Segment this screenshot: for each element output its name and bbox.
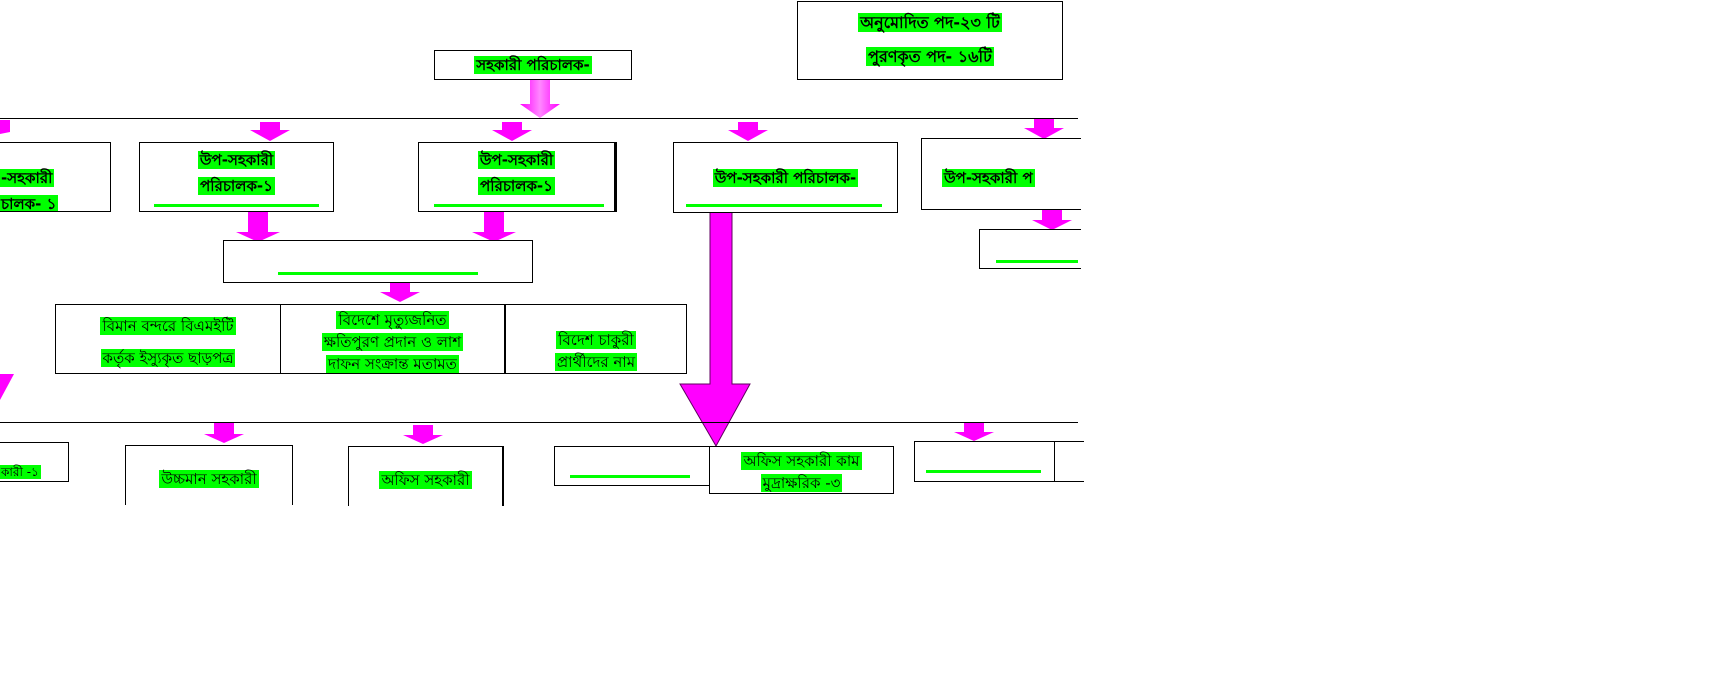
deputy-label: পরিচালক-১ (198, 177, 275, 195)
arrow-down-icon (1024, 119, 1064, 139)
section-box: বিদেশ চাকুরী প্রার্থীদের নাম (505, 304, 687, 374)
arrow-down-icon (380, 282, 420, 302)
section-box: বিমান বন্দরে বিএমইটি কর্তৃক ইস্যুকৃত ছাড… (55, 304, 281, 374)
arrow-down-icon (0, 374, 14, 400)
section-label: প্রার্থীদের নাম (554, 353, 638, 371)
arrow-down-icon (492, 122, 532, 141)
staff-box: উচ্চমান সহকারী (125, 445, 293, 505)
section-label: বিমান বন্দরে বিএমইটি (100, 317, 236, 335)
arrow-down-icon (236, 210, 280, 242)
section-box: বিদেশে মৃত্যুজনিত ক্ষতিপুরণ প্রদান ও লাশ… (280, 304, 506, 374)
deputy-box: উপ-সহকারী পরিচালক-১ (139, 142, 334, 212)
staff-label: অফিস সহকারী (379, 471, 472, 489)
section-officer-box (223, 240, 533, 283)
assistant-director-label: সহকারী পরিচালক- (474, 56, 592, 74)
staff-label: উচ্চমান সহকারী (159, 470, 259, 488)
staff-label: অফিস সহকারী কাম (741, 452, 862, 470)
deputy-label: উপ-সহকারী (477, 151, 556, 169)
deputy-label: উপ-সহকারী (197, 151, 276, 169)
deputy-label: -সহকারী (0, 169, 55, 187)
highlight-bar (154, 204, 319, 207)
arrow-down-icon (0, 120, 10, 134)
section-label: বিদেশ চাকুরী (556, 331, 636, 349)
section-label: ক্ষতিপুরণ প্রদান ও লাশ (321, 333, 464, 351)
assistant-director-box: সহকারী পরিচালক- (434, 50, 632, 80)
deputy-label: পরিচালক-১ (478, 177, 555, 195)
arrow-down-icon (954, 422, 994, 441)
deputy-box: উপ-সহকারী পরিচালক- (673, 142, 898, 213)
deputy-label: চালক- ১ (0, 195, 59, 212)
section-label: বিদেশে মৃত্যুজনিত (336, 311, 449, 329)
highlight-bar (278, 272, 478, 275)
arrow-down-icon (472, 210, 516, 242)
deputy-box: উপ-সহকারী প (921, 138, 1081, 210)
arrow-down-icon (250, 122, 290, 141)
staff-box: কারী -১ (0, 442, 69, 482)
staff-box: অফিস সহকারী (348, 446, 504, 506)
deputy-box: -সহকারী চালক- ১ (0, 142, 111, 212)
arrow-down-icon (728, 122, 768, 141)
filled-posts: পুরণকৃত পদ- ১৬টি (866, 47, 994, 66)
section-label: দাফন সংক্রান্ত মতামত (326, 355, 459, 373)
section-label: কর্তৃক ইস্যুকৃত ছাড়পত্র (100, 349, 236, 367)
highlight-bar (686, 204, 882, 207)
arrow-down-icon (520, 80, 560, 118)
staff-box: অফিস সহকারী কাম মুদ্রাক্ষরিক -৩ (709, 446, 894, 494)
highlight-bar (570, 475, 690, 478)
arrow-down-icon (679, 209, 751, 448)
deputy-box: উপ-সহকারী পরিচালক-১ (418, 142, 617, 212)
deputy-label: উপ-সহকারী পরিচালক- (712, 169, 859, 187)
highlight-bar (926, 470, 1041, 473)
deputy-label: উপ-সহকারী প (942, 169, 1035, 187)
staff-label: মুদ্রাক্ষরিক -৩ (760, 474, 843, 492)
staff-box (1054, 441, 1084, 482)
arrow-down-icon (1032, 210, 1072, 230)
staff-label: কারী -১ (0, 465, 41, 479)
arrow-down-icon (204, 423, 244, 443)
highlight-bar (996, 260, 1078, 263)
staff-box (914, 441, 1055, 482)
approved-posts: অনুমোদিত পদ-২৩ টি (858, 13, 1002, 32)
highlight-bar (434, 204, 604, 207)
staff-box (554, 446, 710, 486)
posts-summary: অনুমোদিত পদ-২৩ টি পুরণকৃত পদ- ১৬টি (797, 1, 1063, 80)
connector-line (0, 422, 1078, 423)
connector-line (0, 118, 1078, 119)
sub-box (979, 229, 1081, 269)
arrow-down-icon (403, 425, 443, 444)
